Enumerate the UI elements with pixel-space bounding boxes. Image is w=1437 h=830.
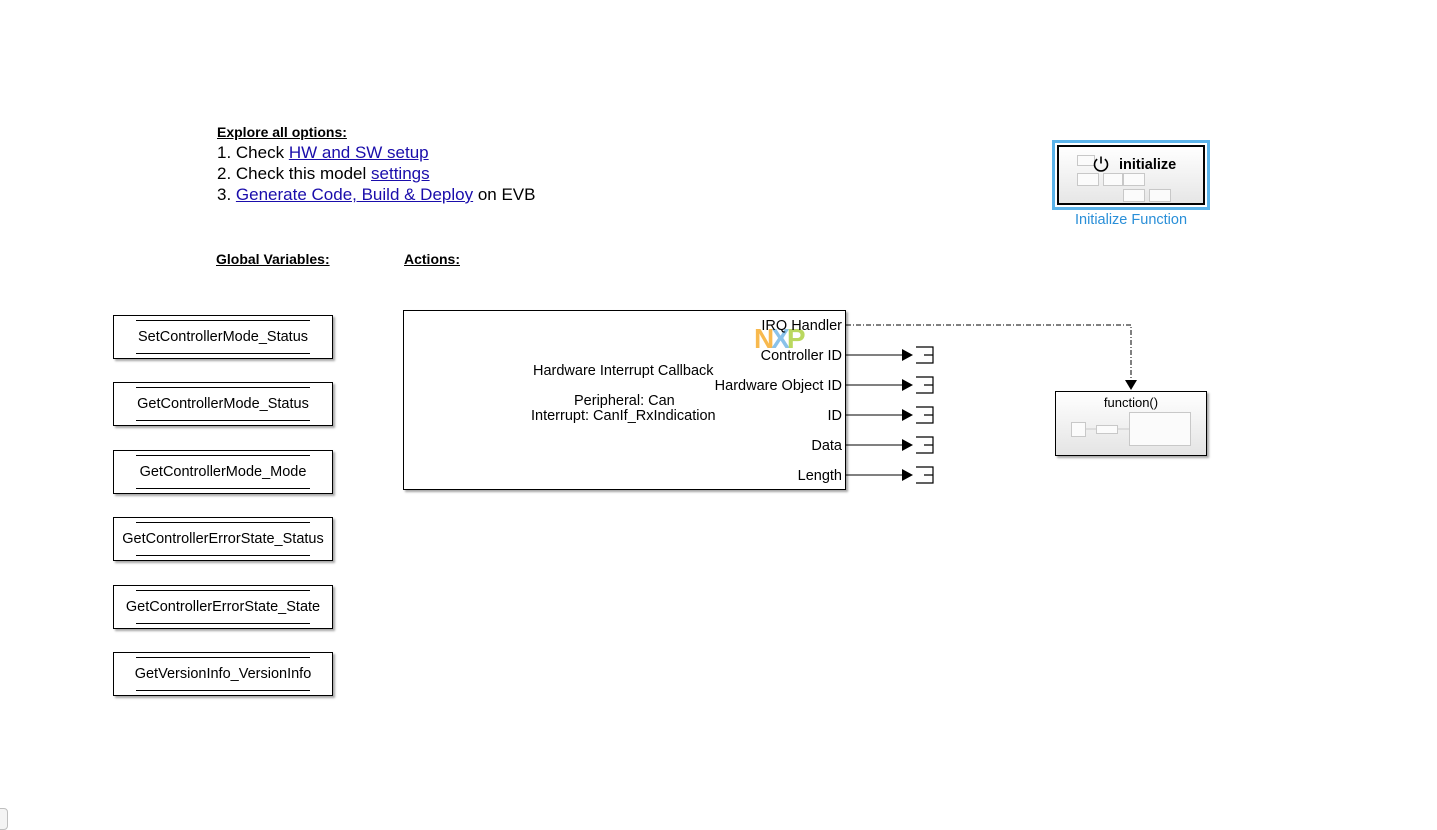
- callback-interrupt: Interrupt: CanIf_RxIndication: [531, 408, 716, 424]
- initialize-function-caption[interactable]: Initialize Function: [1074, 212, 1188, 228]
- step-3: 3. Generate Code, Build & Deploy on EVB: [217, 184, 535, 205]
- preview-subsystem: [1129, 412, 1191, 446]
- global-variable-block[interactable]: GetControllerErrorState_Status: [113, 517, 333, 561]
- step-2-text: 2. Check this model: [217, 164, 372, 183]
- model-settings-link[interactable]: settings: [371, 164, 430, 183]
- output-signal-controller-id: [846, 346, 934, 364]
- explore-steps: 1. Check HW and SW setup 2. Check this m…: [217, 142, 535, 205]
- function-block-title: function(): [1103, 395, 1159, 410]
- global-variable-label: GetVersionInfo_VersionInfo: [134, 666, 312, 682]
- global-variable-label: GetControllerMode_Mode: [139, 464, 307, 480]
- arrowhead-icon: [902, 469, 913, 481]
- initialize-block-body: initialize: [1057, 145, 1205, 205]
- terminator-icon: [916, 376, 934, 394]
- arrowhead-icon: [902, 409, 913, 421]
- initialize-title: initialize: [1119, 157, 1177, 173]
- initialize-function-block[interactable]: initialize: [1052, 140, 1210, 210]
- power-icon: [1093, 156, 1109, 172]
- terminator-icon: [916, 466, 934, 484]
- nxp-logo: NXP: [754, 323, 806, 354]
- output-signal-id: [846, 406, 934, 424]
- global-variable-block[interactable]: SetControllerMode_Status: [113, 315, 333, 359]
- function-call-subsystem-block[interactable]: function(): [1055, 391, 1207, 456]
- generate-code-link[interactable]: Generate Code, Build & Deploy: [235, 185, 474, 204]
- port-data: Data: [811, 438, 842, 454]
- port-hardware-object-id: Hardware Object ID: [714, 378, 842, 394]
- step-2: 2. Check this model settings: [217, 163, 535, 184]
- global-variable-block[interactable]: GetControllerErrorState_State: [113, 585, 333, 629]
- step-1: 1. Check HW and SW setup: [217, 142, 535, 163]
- terminator-icon: [916, 406, 934, 424]
- arrowhead-icon: [902, 349, 913, 361]
- global-variable-label: GetControllerMode_Status: [137, 396, 309, 412]
- preview-lines: [1085, 428, 1129, 430]
- hardware-interrupt-callback-block[interactable]: NXP Hardware Interrupt Callback Peripher…: [403, 310, 846, 490]
- port-irq-handler: IRQ Handler: [761, 318, 842, 334]
- port-length: Length: [797, 468, 842, 484]
- step-1-text: 1. Check: [217, 143, 289, 162]
- callback-peripheral: Peripheral: Can: [574, 393, 675, 409]
- step-3-text: 3.: [217, 185, 236, 204]
- global-variable-label: GetControllerErrorState_State: [125, 599, 321, 615]
- global-variable-label: SetControllerMode_Status: [137, 329, 309, 345]
- global-variable-block[interactable]: GetVersionInfo_VersionInfo: [113, 652, 333, 696]
- global-variable-block[interactable]: GetControllerMode_Mode: [113, 450, 333, 494]
- port-controller-id: Controller ID: [760, 348, 842, 364]
- terminator-icon: [916, 436, 934, 454]
- port-id: ID: [827, 408, 843, 424]
- arrowhead-icon: [1125, 380, 1137, 390]
- output-signal-hardware-object-id: [846, 376, 934, 394]
- global-variable-label: GetControllerErrorState_Status: [122, 531, 324, 547]
- global-variables-heading: Global Variables:: [216, 251, 330, 267]
- corner-tab: [0, 808, 8, 830]
- actions-heading: Actions:: [404, 251, 460, 267]
- function-call-line: [846, 324, 1132, 382]
- step-3-suffix: on EVB: [473, 185, 536, 204]
- callback-title: Hardware Interrupt Callback: [533, 363, 714, 379]
- arrowhead-icon: [902, 439, 913, 451]
- arrowhead-icon: [902, 379, 913, 391]
- output-signal-length: [846, 466, 934, 484]
- terminator-icon: [916, 346, 934, 364]
- explore-heading: Explore all options:: [217, 124, 347, 140]
- output-signal-data: [846, 436, 934, 454]
- hw-sw-setup-link[interactable]: HW and SW setup: [288, 143, 429, 162]
- global-variable-block[interactable]: GetControllerMode_Status: [113, 382, 333, 426]
